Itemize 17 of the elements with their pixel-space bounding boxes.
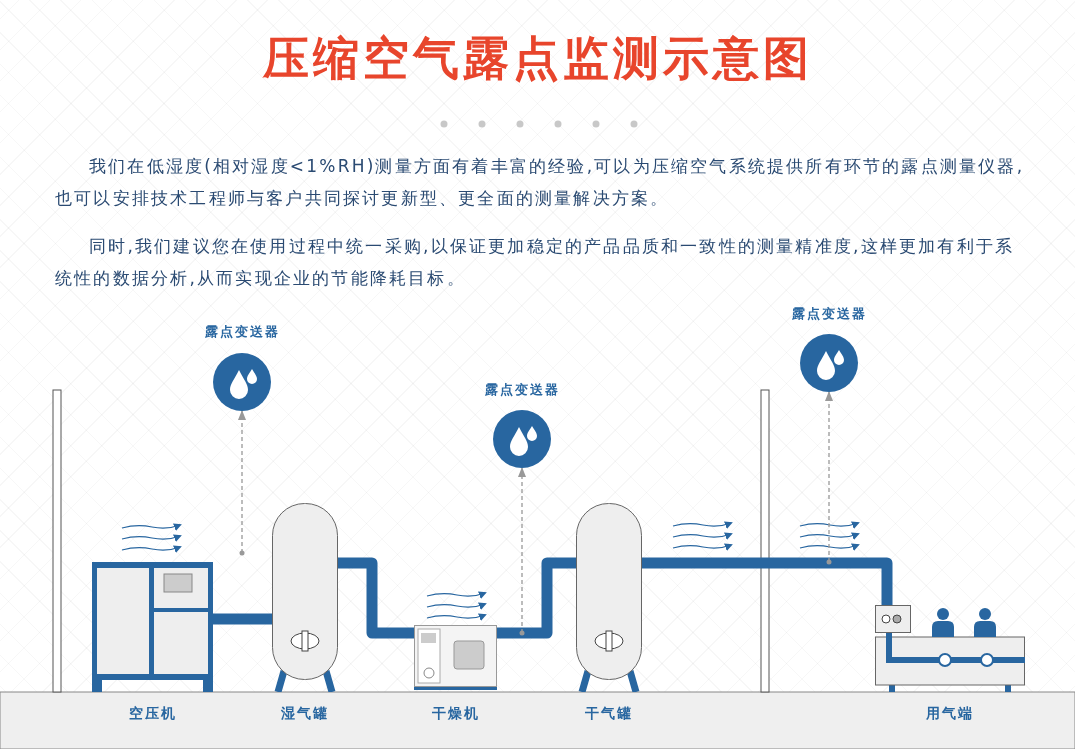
- equipment-label: 用气端: [926, 705, 974, 723]
- sensor-label: 露点变送器: [204, 323, 280, 341]
- equipment-label: 干气罐: [585, 705, 633, 723]
- title: 压缩空气露点监测示意图: [261, 30, 814, 87]
- paragraph: 我们在低湿度(相对湿度<1%RH)测量方面有着丰富的经验,可以为压缩空气系统提供所有环节的露点测量仪器,也可以安排技术工程师与客户共同探讨更新型、更全面的测量解决方案。: [55, 155, 1026, 210]
- pipe: [497, 557, 576, 639]
- equipment-label: 湿气罐: [281, 705, 329, 723]
- dashed-arrow: [518, 467, 526, 634]
- dashed-arrow: [238, 410, 246, 554]
- sensor-label: 露点变送器: [484, 381, 560, 399]
- paragraph: 同时,我们建议您在使用过程中统一采购,以保证更加稳定的产品品质和一致性的测量精准度,这样更加有利于系统性的数据分析,从而实现企业的节能降耗目标。: [55, 235, 1016, 290]
- equipment-label: 空压机: [128, 705, 177, 723]
- pipe: [213, 613, 272, 625]
- sensor-label: 露点变送器: [791, 305, 867, 323]
- dashed-arrow: [825, 391, 833, 563]
- pipe: [338, 557, 414, 639]
- equipment-label: 干燥机: [431, 705, 480, 723]
